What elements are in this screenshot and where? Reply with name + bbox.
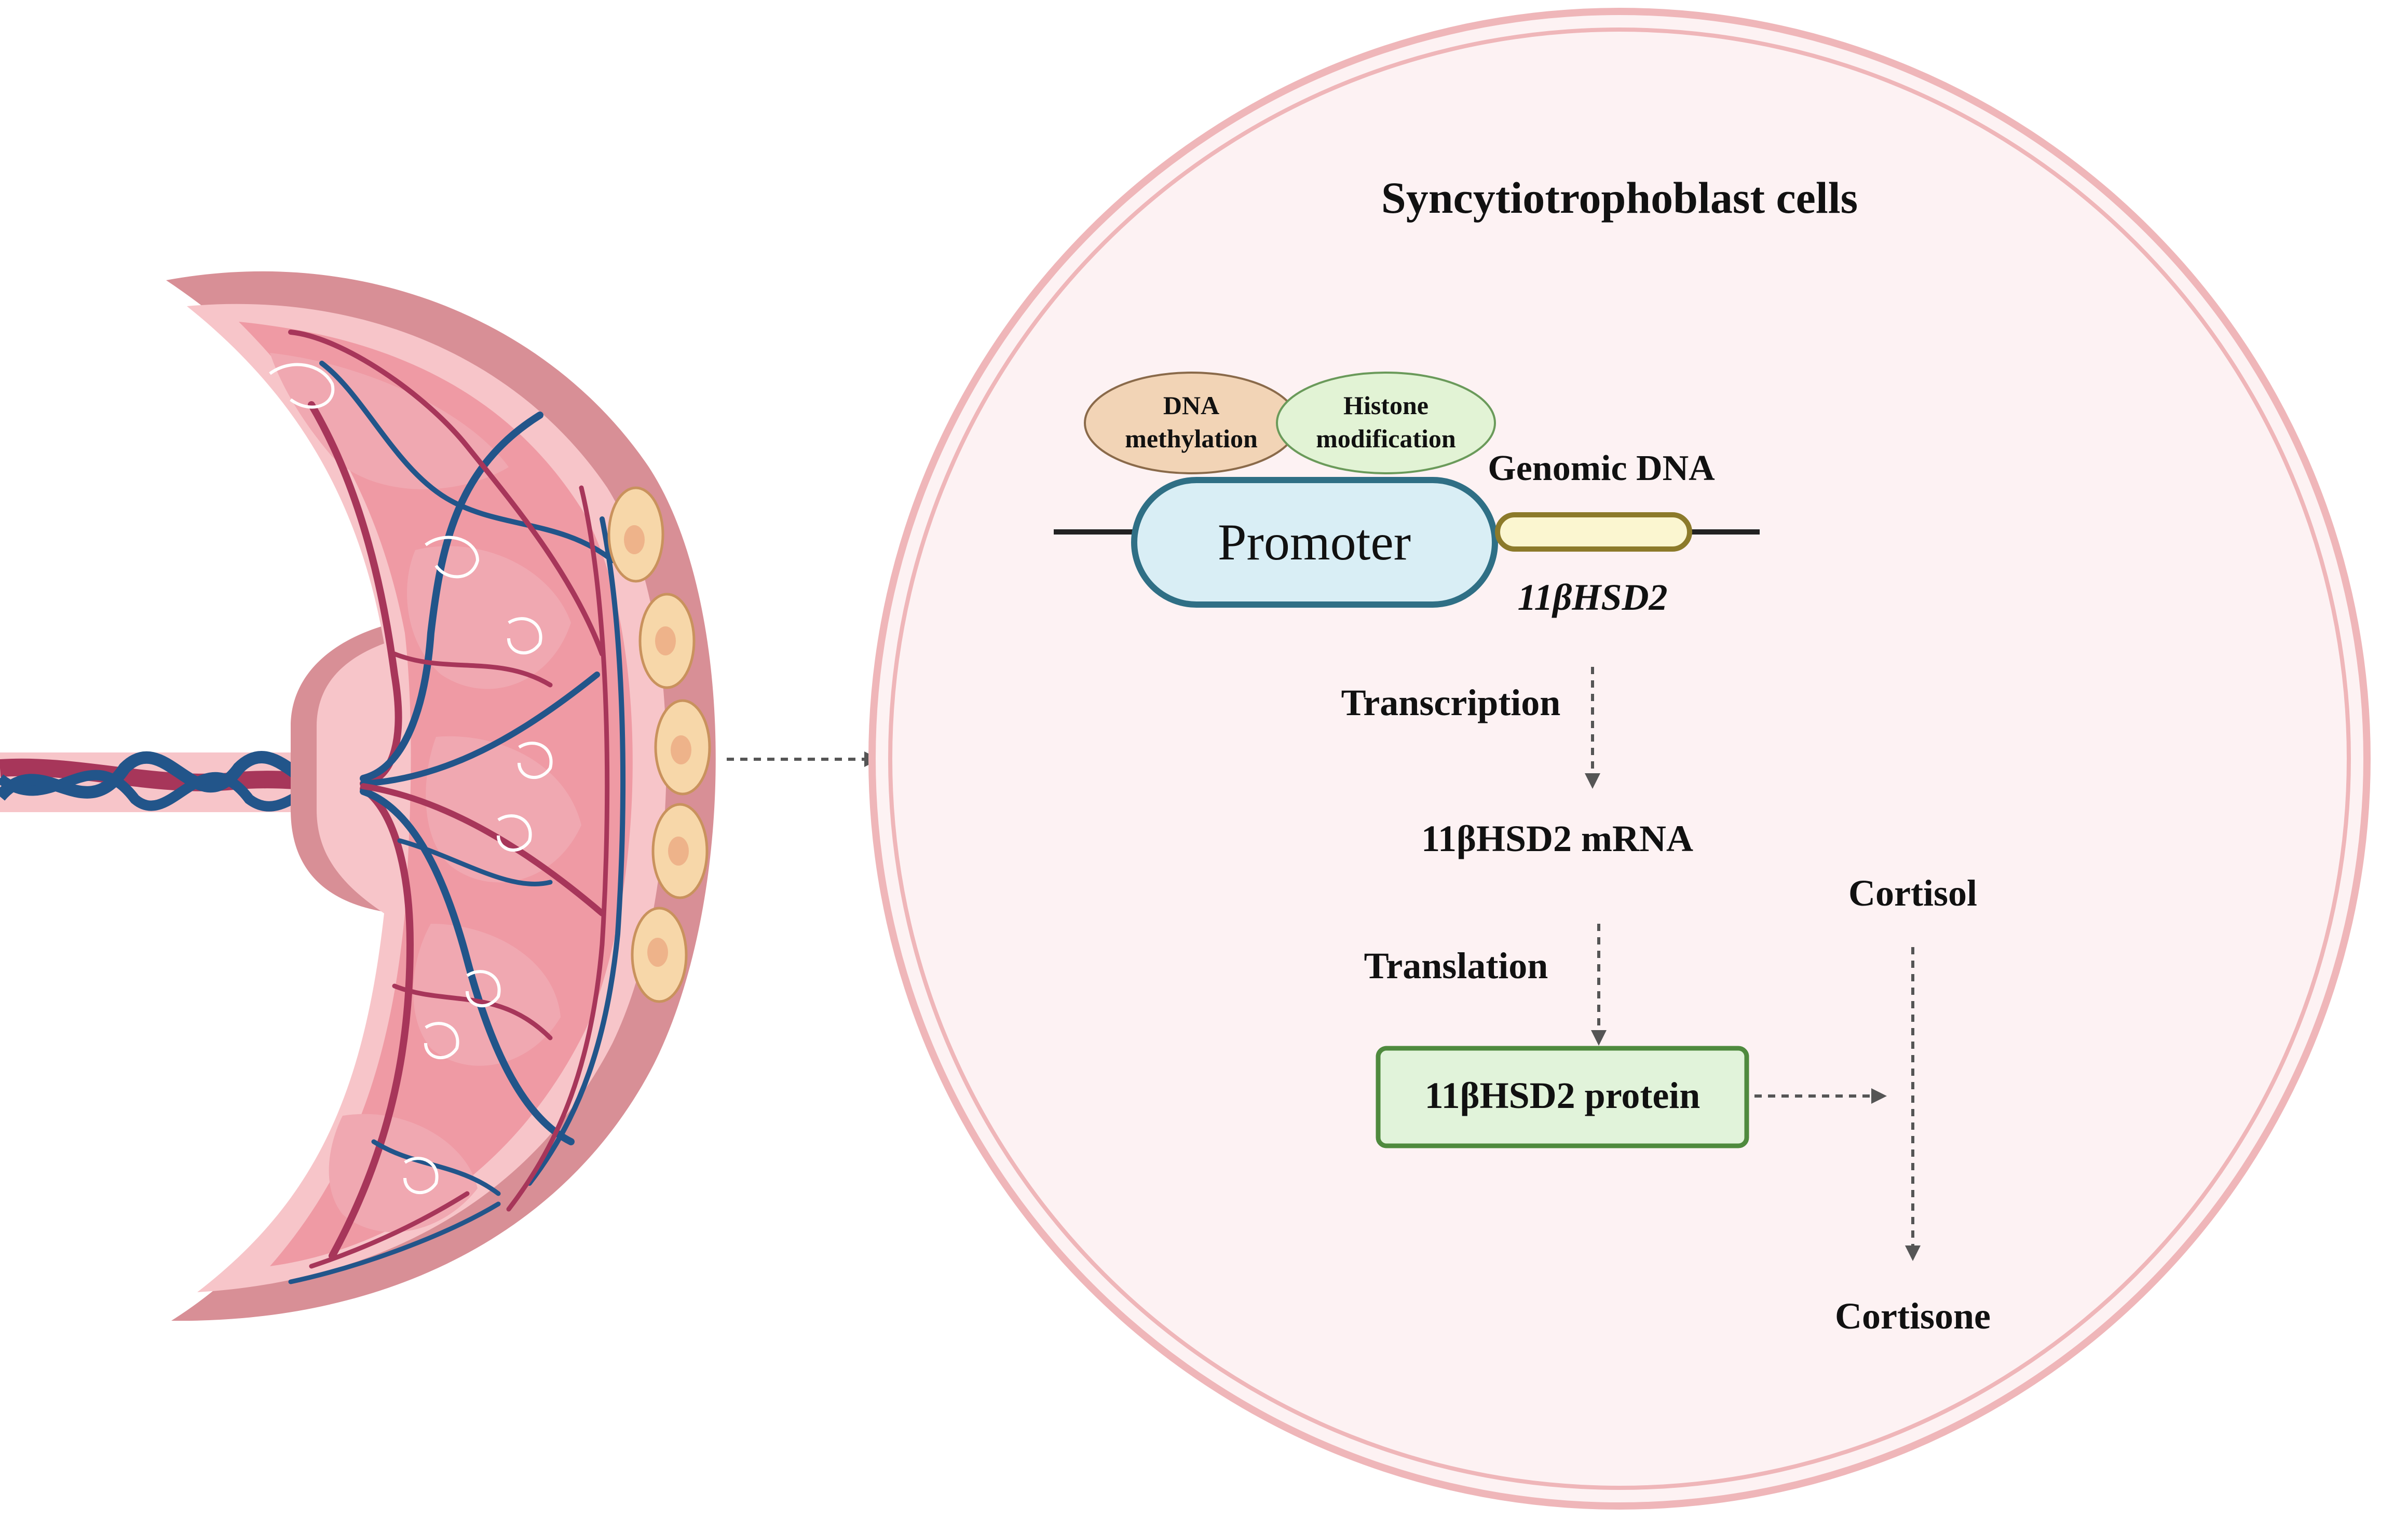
histone-modification-mark: Histone modification [1276,372,1496,474]
dna-methylation-mark: DNA methylation [1084,372,1299,474]
protein-label: 11βHSD2 protein [1425,1075,1700,1116]
gene-region [1495,512,1692,552]
placenta-illustration [0,271,716,1321]
trophoblast-nucleus [671,735,691,764]
histone-modification-label-line2: modification [1316,424,1456,453]
dna-methylation-label-line1: DNA [1163,391,1219,420]
trophoblast-nucleus [655,626,676,655]
cortisone-label: Cortisone [1835,1295,1991,1337]
promoter-region: Promoter [1131,477,1498,608]
protein-box: 11βHSD2 protein [1376,1046,1749,1148]
gene-label: 11βHSD2 [1518,577,1668,618]
trophoblast-nucleus [647,938,668,967]
dna-methylation-label-line2: methylation [1125,424,1258,453]
cortisol-label: Cortisol [1848,872,1977,914]
trophoblast-nucleus [624,525,645,554]
syncytiotrophoblast-cell [868,8,2371,1510]
cell-title: Syncytiotrophoblast cells [1381,173,1858,223]
genomic-dna-label: Genomic DNA [1488,448,1715,488]
mrna-label: 11βHSD2 mRNA [1421,818,1693,859]
histone-modification-label-line1: Histone [1343,391,1429,420]
blood-vessels [288,330,625,1284]
transcription-label: Transcription [1341,682,1561,723]
promoter-label: Promoter [1218,513,1411,571]
villous-tips [269,363,553,1194]
trophoblast-nucleus [668,837,689,866]
trophoblast-cells [607,486,711,1003]
translation-label: Translation [1364,945,1548,987]
